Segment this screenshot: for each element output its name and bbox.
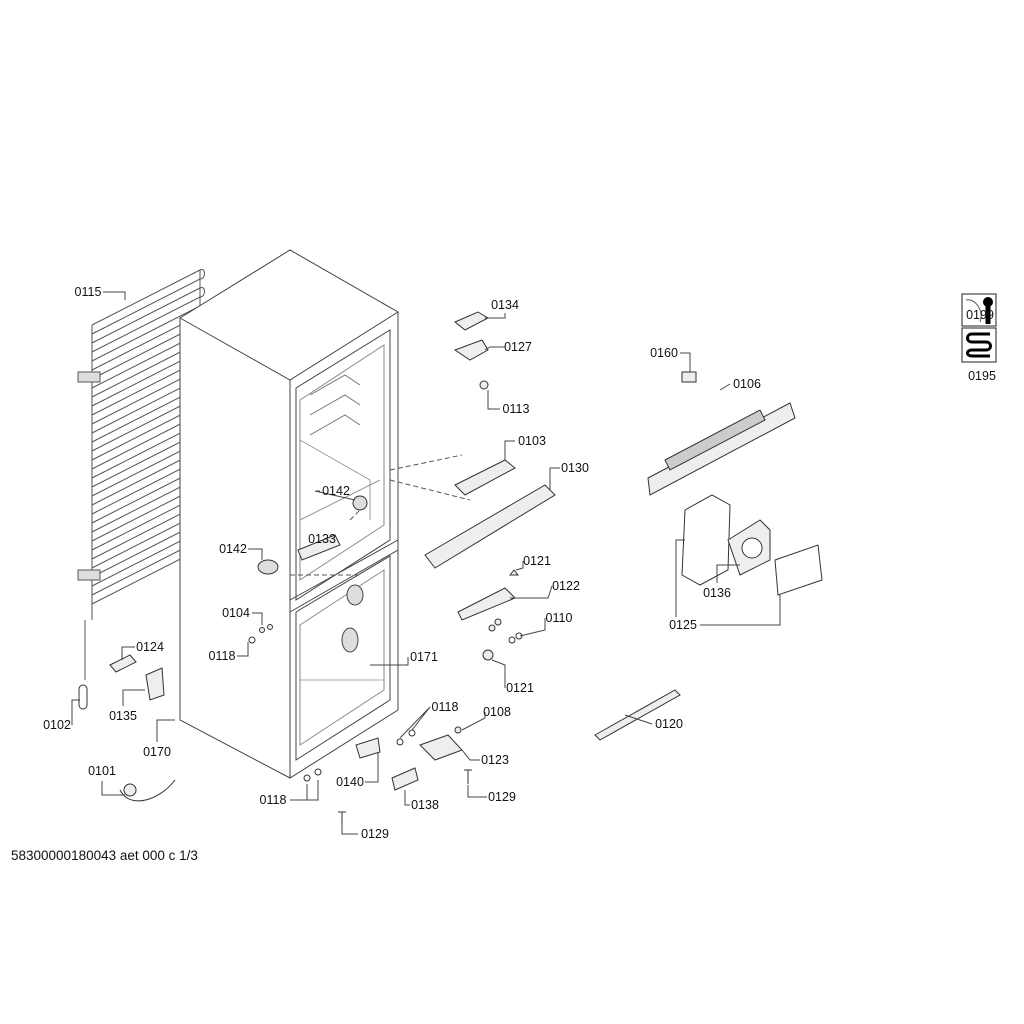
- part-label[interactable]: 0110: [545, 610, 573, 625]
- part-label[interactable]: 0138: [411, 797, 439, 812]
- drawing-number: 58300000180043 aet 000 c 1/3: [11, 848, 198, 863]
- coil-loop: [91, 269, 205, 335]
- part-label[interactable]: 0124: [136, 639, 164, 654]
- guide-lines: [290, 454, 471, 576]
- part-label[interactable]: 0136: [703, 585, 731, 600]
- part-label[interactable]: 0140: [336, 774, 364, 789]
- part-label[interactable]: 0108: [483, 704, 511, 719]
- part-label[interactable]: 0120: [655, 716, 683, 731]
- part-label[interactable]: 0195: [968, 368, 996, 383]
- part-label[interactable]: 0170: [143, 744, 171, 759]
- part-label[interactable]: 0127: [504, 339, 532, 354]
- heating-coil-icon: [961, 327, 997, 363]
- part-label[interactable]: 0106: [733, 376, 761, 391]
- part-label[interactable]: 0129: [488, 789, 516, 804]
- part-label[interactable]: 0142: [322, 483, 350, 498]
- part-label[interactable]: 0199: [966, 307, 994, 322]
- part-label[interactable]: 0101: [88, 763, 116, 778]
- part-label[interactable]: 0121: [523, 553, 551, 568]
- part-label[interactable]: 0113: [502, 401, 530, 416]
- fridge-cabinet: [179, 249, 399, 779]
- part-label[interactable]: 0129: [361, 826, 389, 841]
- part-label[interactable]: 0134: [491, 297, 519, 312]
- part-label[interactable]: 0102: [43, 717, 71, 732]
- leader-lines: [71, 291, 781, 835]
- coil-loop: [91, 287, 205, 353]
- part-label[interactable]: 0123: [481, 752, 509, 767]
- part-label[interactable]: 0104: [222, 605, 250, 620]
- part-label[interactable]: 0125: [669, 617, 697, 632]
- part-label[interactable]: 0121: [506, 680, 534, 695]
- part-label[interactable]: 0115: [74, 284, 102, 299]
- part-label[interactable]: 0160: [650, 345, 678, 360]
- part-label[interactable]: 0130: [561, 460, 589, 475]
- part-label[interactable]: 0122: [552, 578, 580, 593]
- part-label[interactable]: 0118: [431, 699, 459, 714]
- part-label[interactable]: 0142: [219, 541, 247, 556]
- part-label[interactable]: 0135: [109, 708, 137, 723]
- parts: [78, 311, 823, 826]
- part-label[interactable]: 0133: [308, 531, 336, 546]
- part-label[interactable]: 0118: [208, 648, 236, 663]
- service-wrench-icon: [961, 293, 997, 327]
- part-label[interactable]: 0103: [518, 433, 546, 448]
- part-label[interactable]: 0118: [259, 792, 287, 807]
- part-label[interactable]: 0171: [410, 649, 438, 664]
